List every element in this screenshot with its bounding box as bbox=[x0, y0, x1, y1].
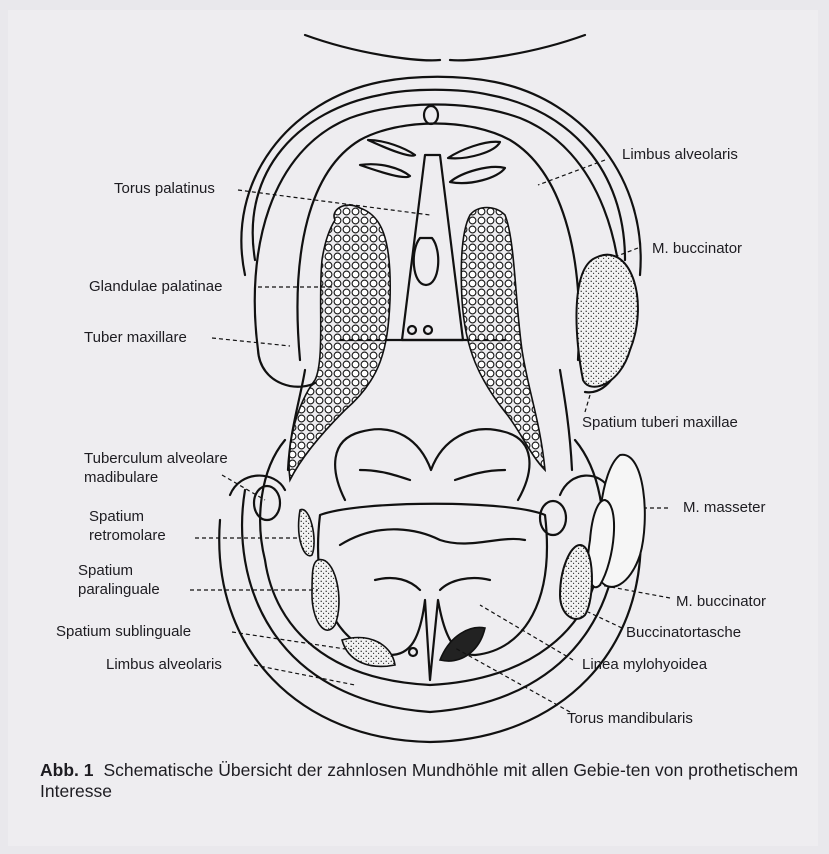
label-m-buccinator-lower: M. buccinator bbox=[676, 593, 766, 611]
label-spatium-paralinguale-line1: Spatium bbox=[78, 562, 133, 580]
label-tuberculum-line2: madibulare bbox=[84, 469, 158, 487]
label-spatium-paralinguale-line2: paralinguale bbox=[78, 581, 160, 599]
label-tuberculum-line1: Tuberculum alveolare bbox=[84, 450, 228, 468]
label-limbus-alveolaris-upper: Limbus alveolaris bbox=[622, 146, 738, 164]
label-spatium-tuberi-maxillae: Spatium tuberi maxillae bbox=[582, 414, 738, 432]
label-m-masseter: M. masseter bbox=[683, 499, 766, 517]
label-linea-mylohyoidea: Linea mylohyoidea bbox=[582, 656, 707, 674]
label-spatium-sublinguale: Spatium sublinguale bbox=[56, 623, 191, 641]
figure-number: Abb. 1 bbox=[40, 760, 93, 780]
label-torus-palatinus: Torus palatinus bbox=[114, 180, 215, 198]
label-glandulae-palatinae: Glandulae palatinae bbox=[89, 278, 222, 296]
label-tuber-maxillare: Tuber maxillare bbox=[84, 329, 187, 347]
label-buccinatortasche: Buccinatortasche bbox=[626, 624, 741, 642]
label-m-buccinator-upper: M. buccinator bbox=[652, 240, 742, 258]
label-spatium-retromolare-line2: retromolare bbox=[89, 527, 166, 545]
label-limbus-alveolaris-lower: Limbus alveolaris bbox=[106, 656, 222, 674]
label-torus-mandibularis: Torus mandibularis bbox=[567, 710, 693, 728]
caption-text: Schematische Übersicht der zahnlosen Mun… bbox=[40, 760, 798, 801]
label-spatium-retromolare-line1: Spatium bbox=[89, 508, 144, 526]
